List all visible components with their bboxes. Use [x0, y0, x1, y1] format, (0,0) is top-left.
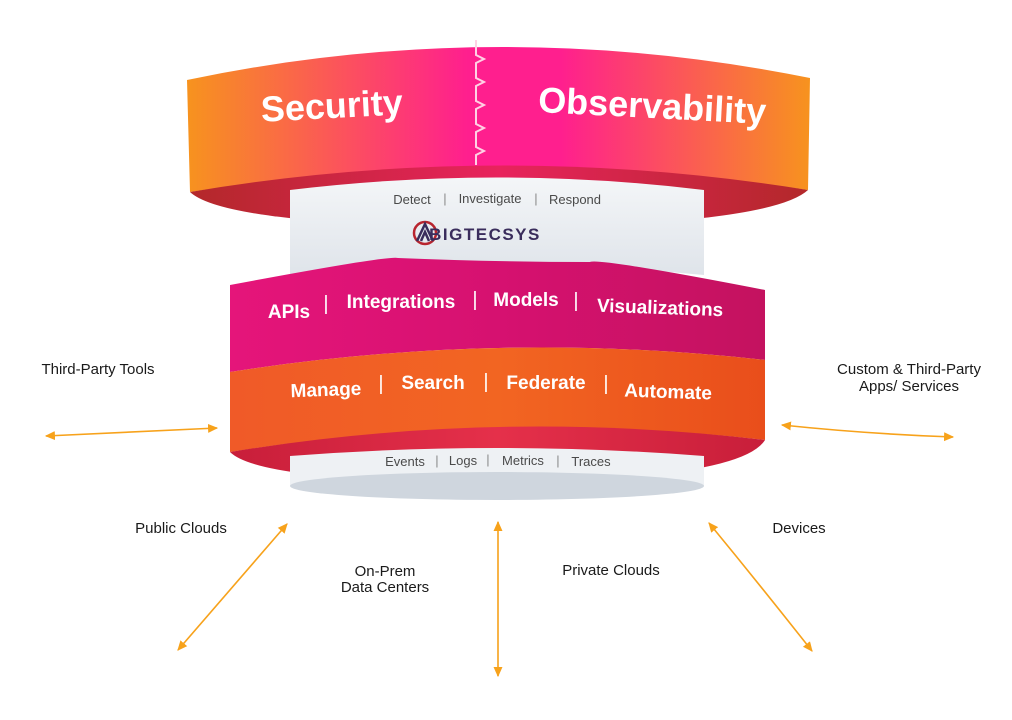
label-private-clouds: Private Clouds — [562, 562, 660, 579]
data-separator: | — [556, 453, 559, 468]
platform-api: APIs — [268, 302, 310, 323]
platform-separator: | — [323, 293, 328, 315]
double-headed-arrow-icon — [177, 523, 288, 651]
operations-band-body — [230, 347, 765, 452]
capability-respond: Respond — [549, 192, 601, 207]
zipper-seam — [475, 40, 487, 165]
double-headed-arrow-icon — [44, 423, 219, 441]
operation-separator: | — [378, 373, 383, 395]
data-base: Events | Logs | Metrics | Traces — [290, 448, 704, 500]
platform-separator: | — [472, 289, 477, 311]
operation-manage: Manage — [290, 379, 361, 402]
label-public-clouds: Public Clouds — [135, 520, 227, 537]
label-devices: Devices — [772, 520, 825, 537]
label-custom-apps-line2: Apps/ Services — [859, 378, 959, 395]
label-on-prem-line1: On-Prem — [355, 563, 416, 580]
operation-search: Search — [401, 373, 464, 394]
platform-integrations: Integrations — [347, 292, 456, 313]
label-custom-apps-line1: Custom & Third-Party — [837, 361, 981, 378]
data-separator: | — [486, 452, 489, 467]
connection-arrows — [44, 421, 955, 678]
top-band-body — [187, 46, 810, 192]
double-headed-arrow-icon — [708, 522, 813, 652]
capabilities-row: Detect | Investigate | Respond — [393, 191, 601, 207]
platform-band-body — [230, 257, 765, 372]
source-labels: Third-Party Tools Custom & Third-Party A… — [41, 361, 981, 596]
core-cylinder: Detect | Investigate | Respond BIGTECSYS — [290, 177, 704, 275]
label-third-party-tools: Third-Party Tools — [41, 361, 154, 378]
capability-investigate: Investigate — [459, 191, 522, 206]
security-title: Security — [260, 81, 404, 129]
data-logs: Logs — [449, 453, 478, 468]
data-metrics: Metrics — [502, 453, 544, 468]
operation-separator: | — [483, 371, 488, 393]
operation-automate: Automate — [624, 380, 712, 404]
platform-separator: | — [573, 290, 578, 312]
data-traces: Traces — [571, 454, 611, 469]
data-separator: | — [435, 453, 438, 468]
data-base-bottom — [290, 472, 704, 500]
brand-name: BIGTECSYS — [429, 225, 541, 244]
capability-separator: | — [443, 191, 446, 206]
capability-detect: Detect — [393, 192, 431, 207]
bigtecsys-logo-icon — [412, 220, 438, 246]
core-cylinder-body — [290, 177, 704, 275]
capability-separator: | — [534, 191, 537, 206]
label-on-prem-line2: Data Centers — [341, 579, 429, 596]
operation-separator: | — [603, 373, 608, 395]
platform-visualizations: Visualizations — [597, 296, 724, 321]
operation-federate: Federate — [506, 373, 585, 394]
platform-models: Models — [493, 290, 558, 311]
double-headed-arrow-icon — [780, 421, 955, 442]
platform-band: APIs | Integrations | Models | Visualiza… — [230, 257, 765, 372]
data-events: Events — [385, 454, 425, 469]
